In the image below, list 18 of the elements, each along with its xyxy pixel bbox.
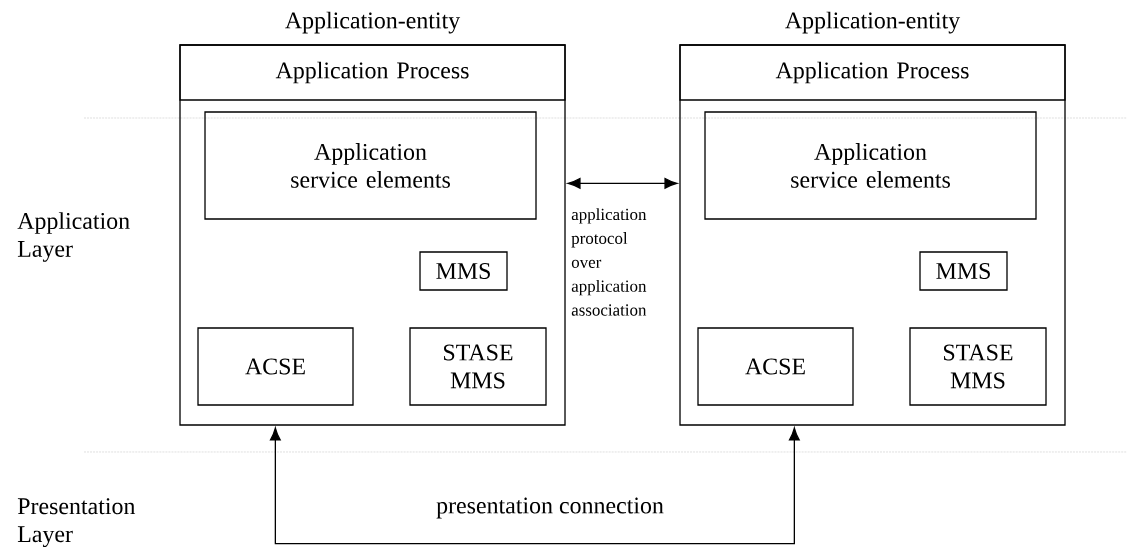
edge-label: presentation connection	[436, 497, 664, 519]
entity-heading: Application-entity	[285, 11, 461, 34]
process-band: Application Process	[679, 44, 1066, 101]
mms-box: MMS	[419, 251, 508, 291]
entity-heading: Application-entity	[785, 11, 961, 34]
service-elements-box: Application service elements	[704, 111, 1037, 220]
arrow	[567, 177, 678, 189]
acse-box: ACSE	[697, 327, 854, 406]
stase-box: STASE MMS	[409, 327, 547, 406]
stase-box: STASE MMS	[909, 327, 1047, 406]
layer-label: Application Layer	[17, 212, 130, 262]
service-elements-box: Application service elements	[204, 111, 537, 220]
layer-label: Presentation Layer	[17, 498, 136, 548]
process-band: Application Process	[179, 44, 566, 101]
acse-box: ACSE	[197, 327, 354, 406]
edge-label: application protocol over application association	[571, 208, 647, 316]
arrow	[269, 427, 800, 545]
mms-box: MMS	[919, 251, 1008, 291]
